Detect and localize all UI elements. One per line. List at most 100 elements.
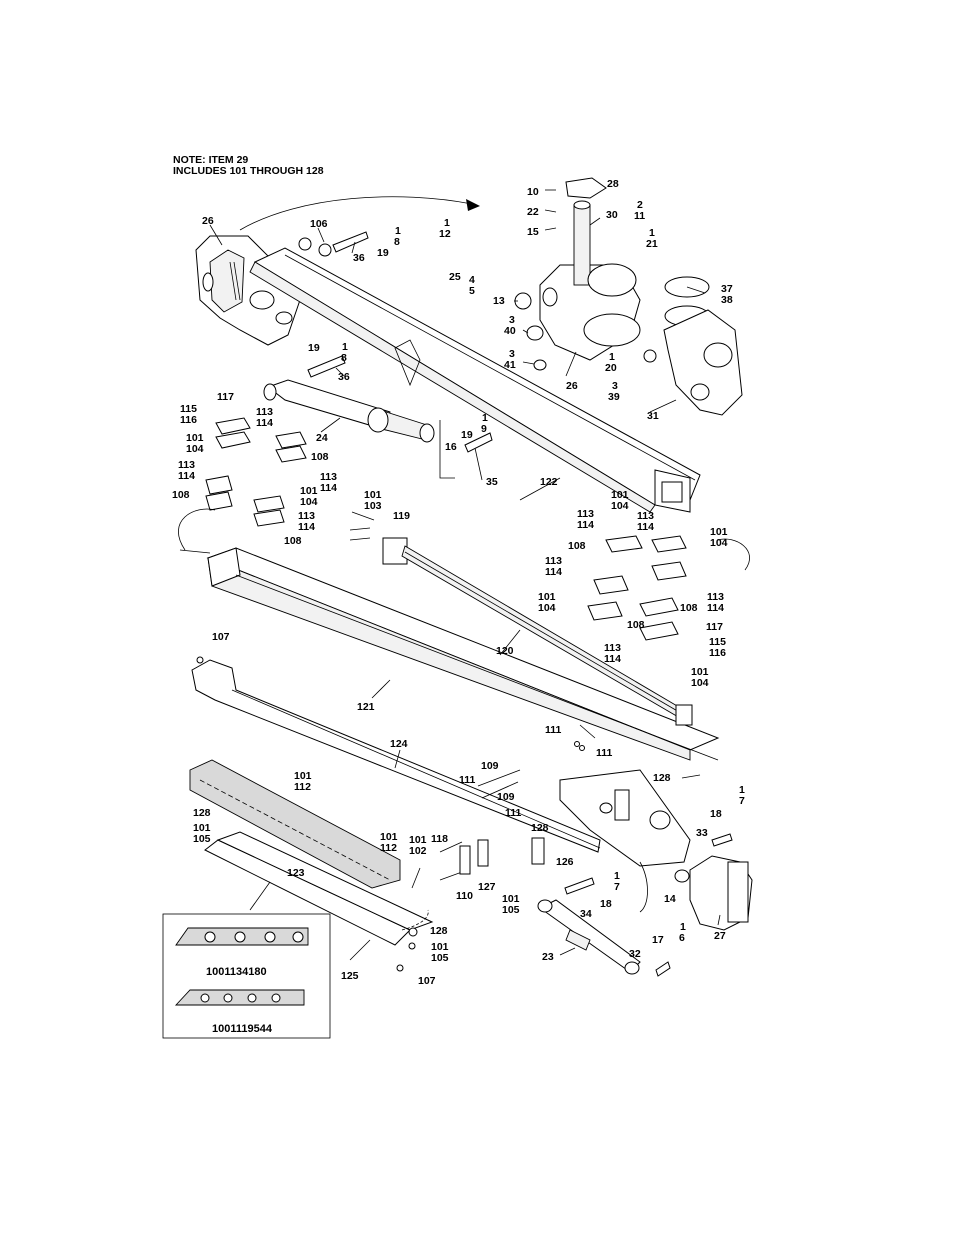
callout-label: 101 [502, 893, 520, 905]
callout-label: 18 [710, 808, 722, 820]
callout-label: 5 [469, 285, 475, 297]
callout-label: 39 [608, 391, 620, 403]
callout-label: 114 [545, 566, 562, 578]
callout-label: 26 [202, 215, 214, 227]
callout-label: 1 [444, 217, 450, 229]
callout-label: 122 [540, 476, 558, 488]
callout-label: 125 [341, 970, 359, 982]
callout-label: 108 [627, 619, 645, 631]
callout-label: 120 [496, 645, 514, 657]
wear-pads-left [205, 417, 307, 527]
callout-label: 101 [431, 941, 449, 953]
callout-label: 111 [505, 807, 522, 819]
cable-track-variant-a [175, 927, 309, 946]
callout-label: 1 [680, 921, 686, 933]
callout-label: 127 [478, 881, 496, 893]
callout-label: 115 [709, 636, 726, 648]
callout-label: 104 [538, 602, 556, 614]
callout-label: 104 [691, 677, 709, 689]
callout-label: 114 [320, 482, 337, 494]
platform-rotator [559, 769, 691, 867]
callout-label: 19 [308, 342, 320, 354]
fly-boom [191, 659, 601, 853]
callout-label: 8 [341, 352, 347, 364]
callout-label: 34 [580, 908, 592, 920]
callout-label: 115 [180, 403, 197, 415]
callout-label: 128 [531, 822, 549, 834]
inset-part-number-b: 1001119544 [212, 1023, 273, 1035]
callout-label: 114 [604, 653, 621, 665]
callout-label: 7 [614, 881, 620, 893]
callout-label: 101 [364, 489, 382, 501]
callout-label: 113 [707, 591, 724, 603]
callout-label: 121 [357, 701, 375, 713]
callout-label: 117 [706, 621, 723, 633]
callout-label: 38 [721, 294, 733, 306]
callout-label: 108 [568, 540, 586, 552]
callout-label: 108 [680, 602, 698, 614]
callout-label: 124 [390, 738, 408, 750]
callout-label: 11 [634, 210, 645, 222]
callout-label: 111 [596, 747, 613, 759]
callout-label: 7 [739, 795, 745, 807]
callout-label: 113 [545, 555, 562, 567]
callout-label: 105 [431, 952, 449, 964]
callout-label: 101 [186, 432, 204, 444]
callout-label: 10 [527, 186, 539, 198]
callout-label: 113 [637, 510, 654, 522]
callout-label: 123 [287, 867, 305, 879]
callout-label: 101 [538, 591, 556, 603]
callout-label: 108 [284, 535, 302, 547]
callout-label: 101 [294, 770, 312, 782]
callout-label: 116 [180, 414, 197, 426]
callout-label: 6 [679, 932, 685, 944]
callout-label: 19 [377, 247, 389, 259]
callout-label: 30 [606, 209, 618, 221]
callout-label: 113 [178, 459, 195, 471]
callout-label: 112 [380, 842, 397, 854]
callout-label: 1 [739, 784, 745, 796]
extension-cylinder [382, 537, 693, 726]
callout-label: 13 [493, 295, 505, 307]
wear-pads-right [587, 535, 687, 641]
callout-label: 32 [629, 948, 641, 960]
callout-label: 21 [646, 238, 658, 250]
callout-label: 113 [256, 406, 273, 418]
callout-label: 109 [497, 791, 515, 803]
callout-label: 114 [298, 521, 315, 533]
callout-label: 19 [461, 429, 473, 441]
callout-label: 109 [481, 760, 499, 772]
callout-label: 18 [600, 898, 612, 910]
callout-label: 102 [409, 845, 427, 857]
callout-label: 128 [430, 925, 448, 937]
callout-label: 110 [456, 890, 473, 902]
small-hardware [196, 511, 585, 972]
callout-label: 1 [609, 351, 615, 363]
callout-label: 111 [459, 774, 476, 786]
callout-label: 28 [607, 178, 619, 190]
callout-label: 1 [395, 225, 401, 237]
note-line-2: INCLUDES 101 THROUGH 128 [173, 165, 324, 177]
callout-label: 106 [310, 218, 328, 230]
callout-label: 16 [445, 441, 457, 453]
callout-label: 111 [545, 724, 562, 736]
callout-label: 116 [709, 647, 726, 659]
callout-label: 114 [707, 602, 724, 614]
cable-track-variant-b [174, 989, 305, 1006]
callout-label: 108 [172, 489, 190, 501]
callout-label: 1 [342, 341, 348, 353]
callout-label: 2 [637, 199, 643, 211]
callout-label: 108 [311, 451, 329, 463]
callout-label: 114 [637, 521, 654, 533]
callout-label: 114 [178, 470, 195, 482]
callout-label: 113 [604, 642, 621, 654]
callout-label: 3 [509, 348, 515, 360]
callout-label: 31 [647, 410, 659, 422]
callout-label: 128 [653, 772, 671, 784]
callout-label: 118 [431, 833, 448, 845]
callout-label: 26 [566, 380, 578, 392]
callout-label: 101 [710, 526, 728, 538]
callout-label: 9 [481, 423, 487, 435]
callout-label: 8 [394, 236, 400, 248]
callout-label: 113 [577, 508, 594, 520]
